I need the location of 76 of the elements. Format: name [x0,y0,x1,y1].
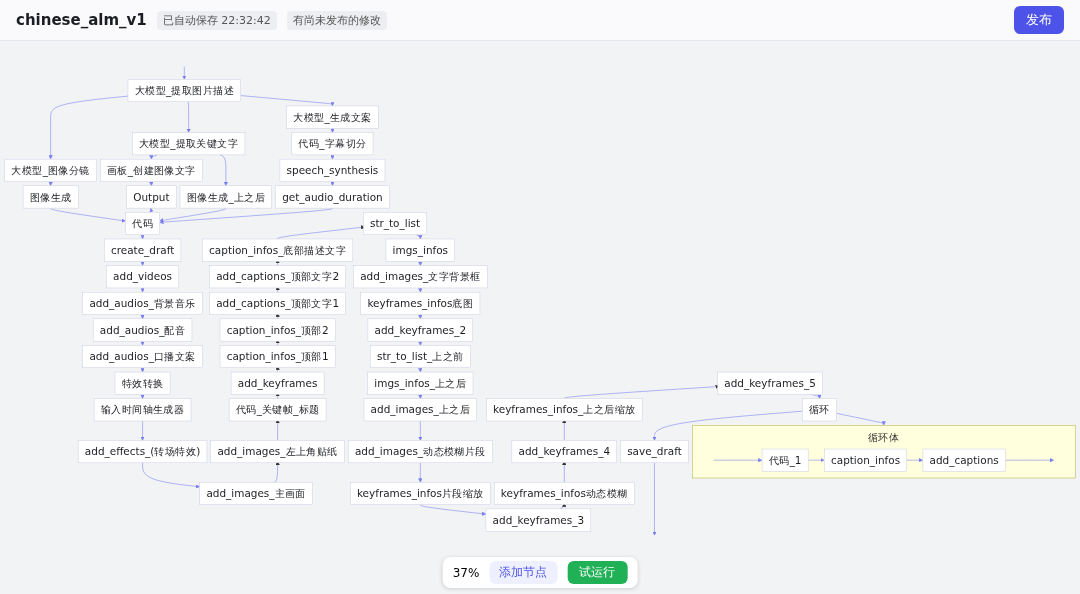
arrow [149,181,154,186]
node-box: 画板_创建图像文字 [100,158,203,182]
arrow [330,128,335,133]
node-box: add_images_左上角贴纸 [210,440,345,464]
node-box: keyframes_infos片段缩放 [350,482,491,505]
node-box: add_images_主画面 [199,482,313,505]
node-box: str_to_list [363,212,427,235]
node-box: 输入时间轴生成器 [93,398,192,422]
arrow [140,261,145,266]
node-box: 大模型_生成文案 [286,105,379,129]
arrow [275,286,280,293]
publish-button: 发布 [1014,6,1064,34]
workflow-title: chinese_alm_v1 [16,11,147,29]
node-box: 大模型_提取图片描述 [127,79,241,102]
node-box: add_audios_背景音乐 [82,291,203,315]
arrow [418,287,423,293]
node-box: caption_infos_顶部1 [219,345,336,368]
node-box: add_images_文字背景框 [353,265,488,289]
node-box: 图像生成_上之后 [179,185,272,209]
arrow [48,181,53,186]
arrow [140,367,145,373]
node-box: 大模型_提取关键文字 [132,132,246,156]
unpublished-status: 有尚未发布的修改 [286,10,387,30]
test-run-button: 试运行 [567,561,628,584]
node-box: add_effects_(转场特效) [77,440,208,464]
node-box: speech_synthesis [279,158,386,182]
node-box: add_audios_配音 [92,318,193,342]
zoom-level: 37% [452,565,480,580]
arrow [140,314,145,319]
node-box: add_captions_顶部文字1 [209,291,346,315]
arrow [140,234,145,240]
node-box: 循环 [802,398,837,422]
node-box: add_keyframes_3 [485,508,591,532]
node-box: keyframes_infos_上之后缩放 [486,398,643,422]
node-box: add_keyframes_2 [367,318,473,342]
node-box: add_captions_顶部文字2 [209,265,346,289]
arrow [140,394,145,399]
node-box: keyframes_infos底图 [360,291,481,315]
node-box: add_images_动态模糊片段 [348,440,493,464]
node-box: add_keyframes_5 [717,371,823,395]
node-box: create_draft [104,238,182,262]
node-box: str_to_list_上之前 [370,345,471,368]
arrow [330,154,335,160]
node-box: add_audios_口播文案 [82,345,203,368]
arrow [330,181,335,186]
node-box: caption_infos [824,448,907,472]
arrow [418,340,423,346]
node-box: add_keyframes [230,371,325,395]
node-box: 代码_1 [761,448,809,472]
node-box: imgs_infos [385,238,455,262]
arrow [140,287,145,293]
node-box: add_keyframes_4 [511,440,617,464]
node-box: 图像生成 [22,185,79,209]
node-box: keyframes_infos动态模糊 [493,482,635,505]
arrow [418,261,423,266]
node-box: save_draft [620,440,689,464]
node-box: 代码_关键帧_标题 [228,398,327,422]
node-box: 代码 [125,212,160,235]
node-box: imgs_infos_上之后 [367,371,474,395]
arrow [418,314,423,319]
arrow [418,394,423,399]
arrow [418,367,423,373]
node-box: add_captions [922,448,1006,472]
node-box: add_images_上之后 [363,398,477,422]
autosave-status: 已自动保存 22:32:42 [156,10,277,30]
arrow [140,340,145,346]
node-box: 特效转换 [114,371,171,395]
add-node-button: 添加节点 [489,561,558,584]
node-box: get_audio_duration [275,185,390,209]
node-box: Output [126,185,177,209]
arrow [149,207,154,213]
node-box: caption_infos_顶部2 [219,318,336,342]
node-box: caption_infos_底部描述文字 [202,238,353,262]
node-box: 大模型_图像分镜 [4,158,97,182]
node-box: 代码_字幕切分 [291,132,374,156]
node-box: add_videos [106,265,179,289]
